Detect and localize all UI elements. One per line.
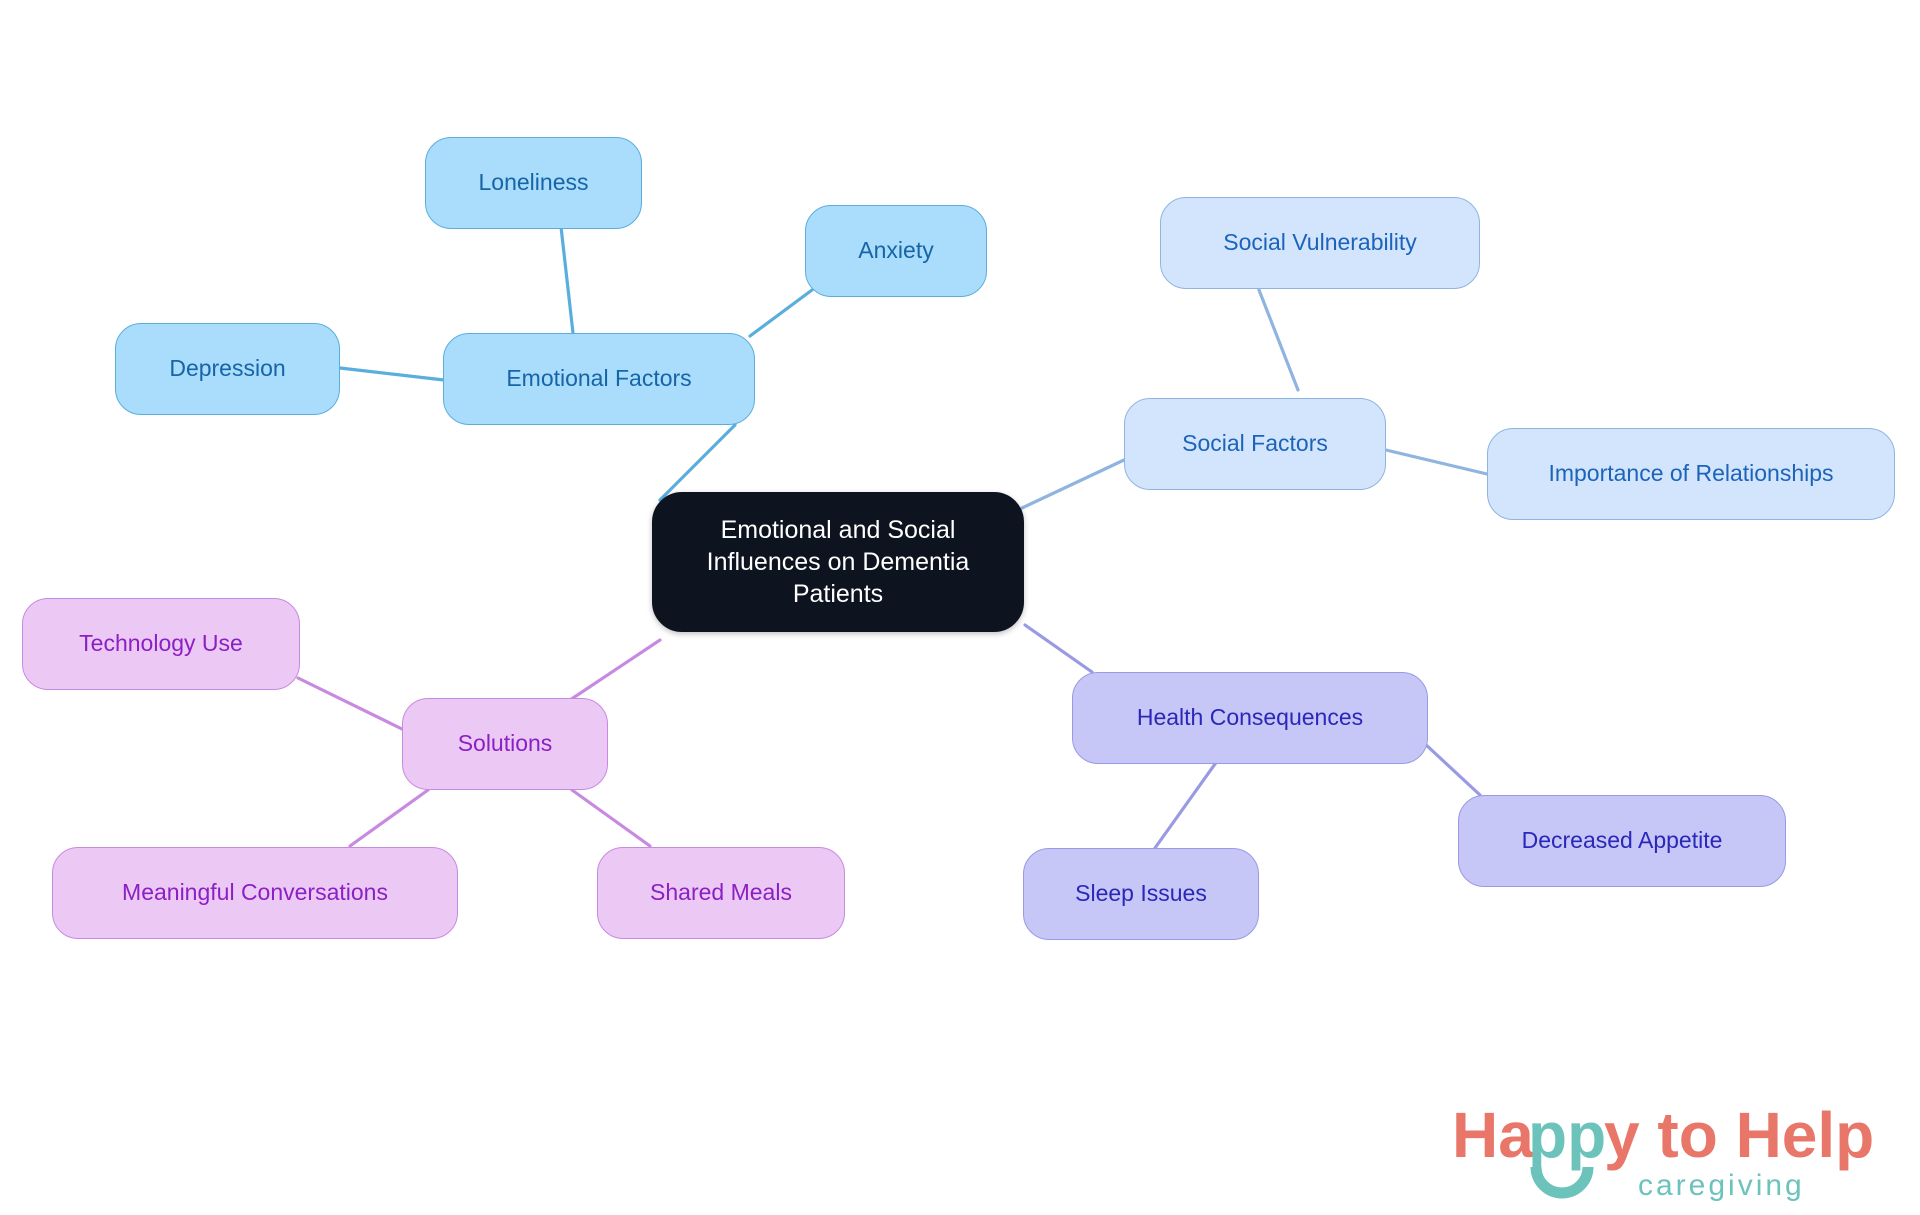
edge-solutions-conversations: [348, 788, 430, 848]
node-anxiety[interactable]: Anxiety: [805, 205, 987, 297]
edge-solutions-technology: [296, 676, 406, 732]
node-shared-meals[interactable]: Shared Meals: [597, 847, 845, 939]
edge-emotional-loneliness: [558, 216, 575, 335]
edge-root-social: [1020, 458, 1126, 510]
node-root[interactable]: Emotional and Social Influences on Demen…: [652, 492, 1024, 632]
edge-root-solutions: [568, 638, 662, 702]
node-solutions[interactable]: Solutions: [402, 698, 608, 790]
node-technology-use[interactable]: Technology Use: [22, 598, 300, 690]
logo-text-happy-part1: Ha: [1452, 1099, 1534, 1171]
edge-emotional-anxiety: [748, 288, 814, 338]
node-health-consequences[interactable]: Health Consequences: [1072, 672, 1428, 764]
node-sleep-issues[interactable]: Sleep Issues: [1023, 848, 1259, 940]
node-social-factors[interactable]: Social Factors: [1124, 398, 1386, 490]
edge-root-emotional: [658, 423, 737, 502]
node-loneliness[interactable]: Loneliness: [425, 137, 642, 229]
edge-social-relationships: [1384, 448, 1489, 476]
node-decreased-appetite[interactable]: Decreased Appetite: [1458, 795, 1786, 887]
node-depression[interactable]: Depression: [115, 323, 340, 415]
happy-to-help-logo: Ha pp y to Help caregiving: [1452, 1095, 1872, 1205]
node-importance-of-relationships[interactable]: Importance of Relationships: [1487, 428, 1895, 520]
edge-emotional-depression: [338, 366, 446, 382]
edge-solutions-meals: [570, 788, 652, 848]
node-meaningful-conversations[interactable]: Meaningful Conversations: [52, 847, 458, 939]
node-social-vulnerability[interactable]: Social Vulnerability: [1160, 197, 1480, 289]
logo-text-happy-part3: y to Help: [1604, 1099, 1872, 1171]
node-emotional-factors[interactable]: Emotional Factors: [443, 333, 755, 425]
logo-text-caregiving: caregiving: [1638, 1169, 1805, 1202]
logo-text-happy-part2: pp: [1528, 1099, 1606, 1171]
edge-root-health: [1023, 623, 1094, 674]
edge-social-vulnerability: [1257, 288, 1300, 392]
edge-health-appetite: [1422, 741, 1482, 797]
smile-arc-icon: [1530, 1166, 1594, 1199]
